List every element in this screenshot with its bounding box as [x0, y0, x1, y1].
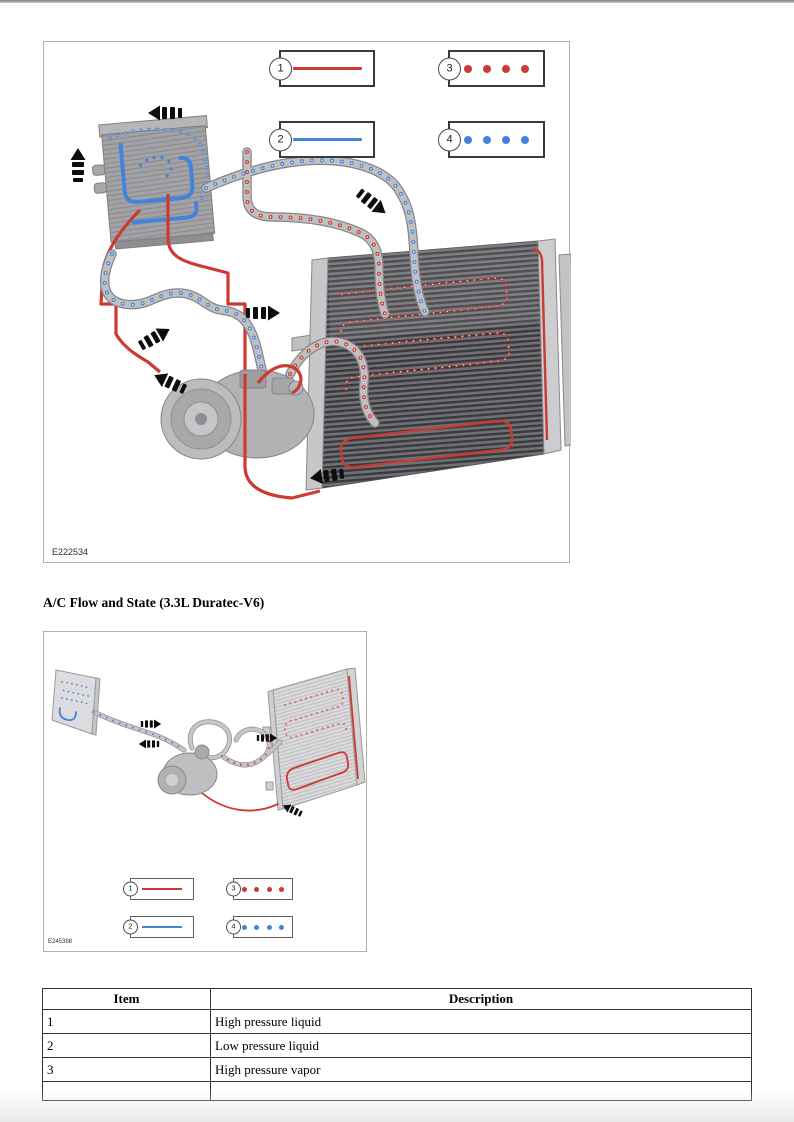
solid-blue-line-swatch [292, 138, 362, 141]
description-cell: Low pressure liquid [210, 1033, 752, 1058]
table-row: 1 High pressure liquid [42, 1009, 752, 1034]
legend-number-4: 4 [438, 128, 461, 151]
item-cell: 2 [42, 1033, 211, 1058]
table-header-row: Item Description [42, 988, 752, 1010]
description-cell: High pressure liquid [210, 1009, 752, 1034]
solid-blue-line-swatch [142, 926, 182, 928]
legend-number-2: 2 [269, 128, 292, 151]
high-pressure-vapor-dots [245, 150, 387, 425]
evaporator-liquid-coil [118, 143, 199, 225]
legend-item-3-small: 3 [226, 878, 293, 900]
liquid-line-to-condenser [243, 364, 321, 500]
table-row-clipped [42, 1081, 752, 1101]
high-pressure-liquid-lines [99, 194, 247, 374]
table-header-description: Description [210, 988, 752, 1010]
legend-item-2-small: 2 [123, 916, 194, 938]
solid-red-line-swatch [142, 888, 182, 890]
legend-item-4-small: 4 [226, 916, 293, 938]
legend-item-2: 2 [269, 121, 375, 158]
legend-item-4: 4 [438, 121, 545, 158]
condenser-high-pressure-vapor-path [339, 276, 511, 396]
figure-ac-flow-duratec-v6: 1 2 3 4 E245398 [43, 631, 367, 952]
legend-item-3: 3 [438, 50, 545, 87]
page-top-edge [0, 0, 794, 3]
figure-reference-code: E222534 [52, 547, 89, 557]
legend-item-1-small: 1 [123, 878, 194, 900]
condenser-small [262, 667, 366, 811]
legend-number-1-small: 1 [123, 881, 138, 897]
red-dots-swatch [450, 64, 543, 73]
hose-bundle-small [91, 709, 283, 812]
low-pressure-vapor-dots [102, 158, 427, 376]
evaporator-vapor-dots [108, 127, 210, 200]
legend-number-1: 1 [269, 57, 292, 80]
legend-table: Item Description 1 High pressure liquid … [42, 988, 752, 1101]
table-row: 3 High pressure vapor [42, 1057, 752, 1082]
figure-reference-code: E245398 [48, 939, 73, 945]
item-cell: 1 [42, 1009, 211, 1034]
blue-dots-swatch [234, 924, 292, 930]
compressor-small [157, 744, 218, 796]
figure-ac-flow-main: 1 2 3 4 E222534 [43, 41, 571, 563]
legend-number-3-small: 3 [226, 881, 241, 897]
description-cell [210, 1081, 752, 1101]
condenser-high-pressure-liquid-path [339, 419, 514, 469]
condenser [289, 238, 571, 491]
legend-item-1: 1 [269, 50, 375, 87]
evaporator-small [51, 669, 101, 736]
legend-number-3: 3 [438, 57, 461, 80]
ac-system-diagram [70, 105, 571, 500]
compressor [160, 369, 315, 460]
refrigerant-hoses [100, 147, 430, 428]
solid-red-line-swatch [292, 67, 362, 70]
red-dots-swatch [234, 886, 292, 892]
evaporator [92, 114, 216, 250]
table-row: 2 Low pressure liquid [42, 1033, 752, 1058]
legend-number-2-small: 2 [123, 919, 138, 935]
description-cell: High pressure vapor [210, 1057, 752, 1082]
blue-dots-swatch [450, 135, 543, 144]
ac-system-diagram-small [51, 667, 366, 819]
item-cell: 3 [42, 1057, 211, 1082]
table-header-item: Item [42, 988, 211, 1010]
section-heading: A/C Flow and State (3.3L Duratec-V6) [43, 595, 265, 610]
legend-number-4-small: 4 [226, 919, 241, 935]
item-cell [42, 1081, 211, 1101]
